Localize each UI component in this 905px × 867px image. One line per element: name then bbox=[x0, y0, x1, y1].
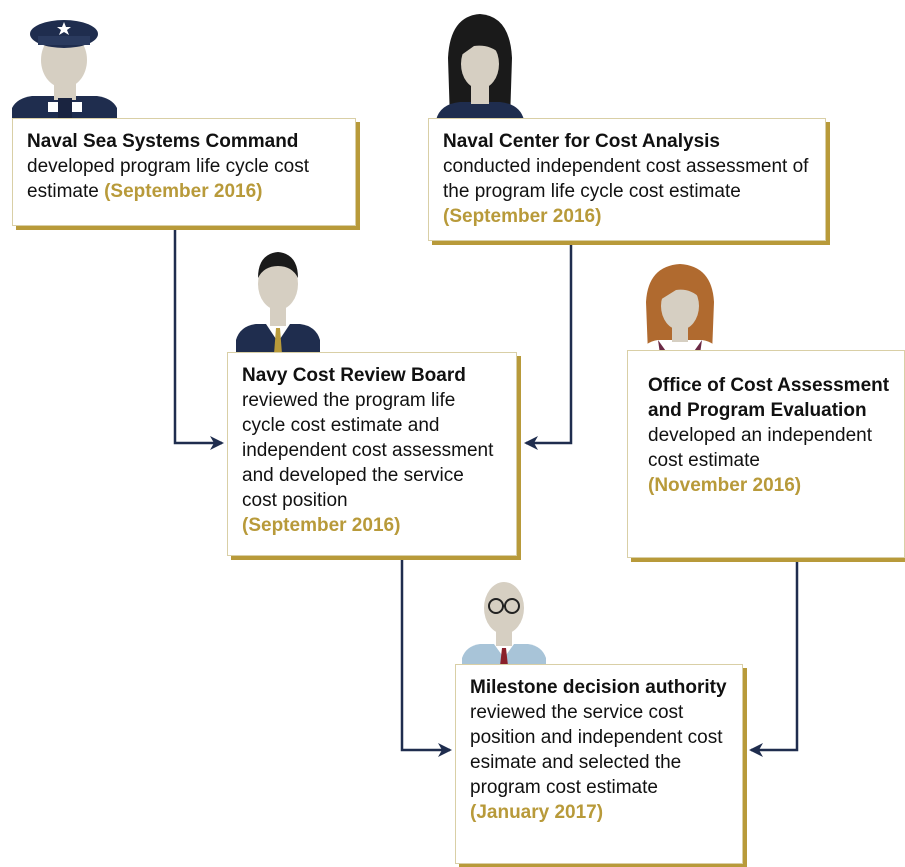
ncca-body: conducted independent cost assessment of… bbox=[443, 156, 809, 202]
arrow-cape-to-mda bbox=[749, 558, 799, 757]
elderly-man-glasses-icon bbox=[462, 582, 546, 666]
ncrb-date: (September 2016) bbox=[242, 515, 401, 536]
mda-title: Milestone decision authority bbox=[470, 677, 727, 698]
mda-body: reviewed the service cost position and i… bbox=[470, 702, 723, 798]
mda-date: (January 2017) bbox=[470, 802, 604, 823]
woman-dark-hair-icon bbox=[436, 14, 524, 120]
arrow-ncrb-to-mda bbox=[400, 556, 452, 757]
ncca-title: Naval Center for Cost Analysis bbox=[443, 131, 720, 152]
cape-box: Office of Cost Assessment and Program Ev… bbox=[627, 350, 905, 558]
ncca-date: (September 2016) bbox=[443, 206, 602, 227]
ncrb-body: reviewed the program life cycle cost est… bbox=[242, 390, 494, 511]
businessman-icon bbox=[236, 252, 320, 354]
naval-officer-icon bbox=[12, 20, 117, 120]
ncrb-title: Navy Cost Review Board bbox=[242, 365, 466, 386]
woman-red-hair-icon bbox=[640, 264, 720, 354]
mda-box: Milestone decision authority reviewed th… bbox=[455, 664, 743, 864]
navsea-date: (September 2016) bbox=[104, 181, 263, 202]
cape-body: developed an independent cost estimate bbox=[648, 425, 872, 471]
arrow-ncca-to-ncrb bbox=[524, 241, 573, 450]
cape-date: (November 2016) bbox=[648, 475, 802, 496]
ncca-box: Naval Center for Cost Analysis conducted… bbox=[428, 118, 826, 241]
navsea-box: Naval Sea Systems Command developed prog… bbox=[12, 118, 356, 226]
arrow-navsea-to-ncrb bbox=[173, 226, 224, 450]
ncrb-box: Navy Cost Review Board reviewed the prog… bbox=[227, 352, 517, 556]
navsea-title: Naval Sea Systems Command bbox=[27, 131, 299, 152]
cape-title: Office of Cost Assessment and Program Ev… bbox=[648, 375, 890, 421]
navsea-body: developed program life cycle cost estima… bbox=[27, 156, 309, 202]
